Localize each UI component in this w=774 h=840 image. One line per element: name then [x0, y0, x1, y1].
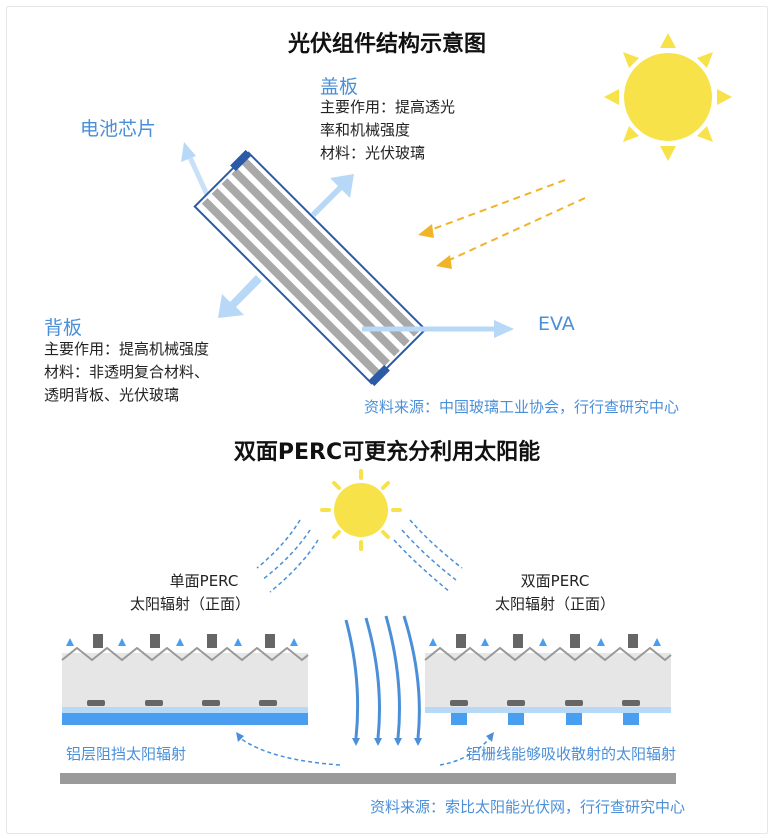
- rays-right: [393, 519, 463, 593]
- cell-label: 电池芯片: [80, 118, 157, 140]
- sun-rays: [424, 179, 586, 263]
- sun-icon: [604, 33, 732, 161]
- eva-label: EVA: [538, 313, 575, 335]
- left-caption: 铝层阻挡太阳辐射: [66, 745, 187, 763]
- cover-line-2: 率和机械强度: [320, 121, 411, 139]
- rays-down: [344, 615, 421, 739]
- back-line-1: 主要作用：提高机械强度: [44, 340, 210, 358]
- sun-icon: [320, 469, 402, 551]
- single-perc-panel: [61, 634, 309, 725]
- pv-module: [193, 149, 427, 387]
- diagram2-source: 资料来源：索比太阳能光伏网，行行查研究中心: [370, 798, 686, 816]
- back-line-2: 材料：非透明复合材料、: [44, 363, 210, 381]
- cover-description: 主要作用：提高透光 率和机械强度 材料：光伏玻璃: [320, 96, 455, 165]
- right-caption: 铝栅线能够吸收散射的太阳辐射: [466, 745, 677, 763]
- reflection-arrows: [239, 737, 491, 766]
- double-perc-line-2: 太阳辐射（正面）: [494, 595, 615, 613]
- back-line-3: 透明背板、光伏玻璃: [44, 386, 180, 404]
- single-perc-line-2: 太阳辐射（正面）: [129, 595, 250, 613]
- double-perc-panel: [424, 634, 672, 725]
- single-perc-line-1: 单面PERC: [169, 572, 239, 590]
- cover-label: 盖板: [320, 76, 359, 98]
- cover-line-3: 材料：光伏玻璃: [320, 144, 426, 162]
- rays-left: [256, 519, 319, 593]
- ground-surface: [60, 773, 676, 784]
- arrow-icon: [218, 174, 354, 318]
- back-label: 背板: [44, 317, 83, 339]
- diagram1-title: 光伏组件结构示意图: [287, 32, 486, 57]
- eva-arrow: [362, 320, 514, 338]
- diagram2-title: 双面PERC可更充分利用太阳能: [233, 440, 541, 465]
- cover-line-1: 主要作用：提高透光: [320, 98, 456, 116]
- double-perc-label: 双面PERC 太阳辐射（正面）: [480, 570, 630, 616]
- diagram1-source: 资料来源：中国玻璃工业协会，行行查研究中心: [364, 398, 680, 416]
- figure-frame: [6, 6, 768, 834]
- single-perc-label: 单面PERC 太阳辐射（正面）: [130, 570, 258, 616]
- back-description: 主要作用：提高机械强度 材料：非透明复合材料、 透明背板、光伏玻璃: [44, 338, 209, 407]
- double-perc-line-1: 双面PERC: [520, 572, 590, 590]
